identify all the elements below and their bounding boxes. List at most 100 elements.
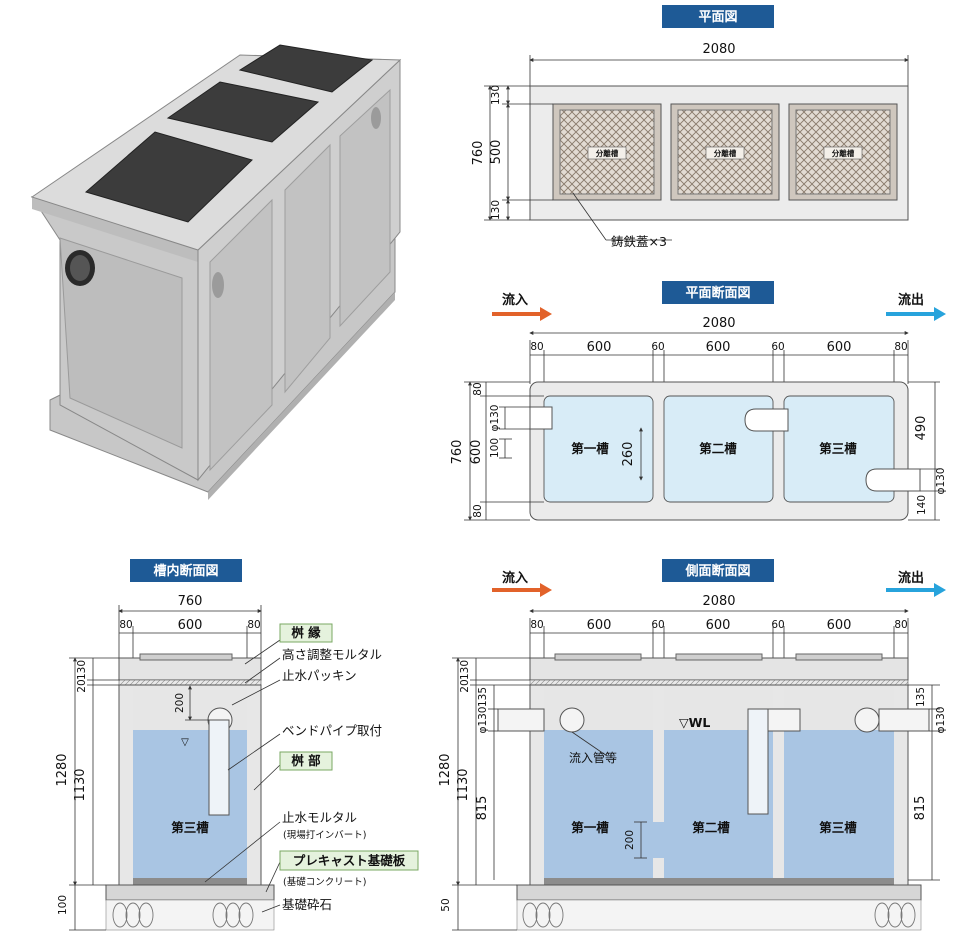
- svg-text:第一槽: 第一槽: [571, 820, 609, 835]
- svg-text:815: 815: [913, 796, 928, 821]
- svg-text:490: 490: [914, 416, 929, 441]
- svg-text:200: 200: [624, 830, 636, 850]
- svg-text:130: 130: [490, 200, 502, 220]
- svg-text:130: 130: [490, 85, 502, 105]
- svg-text:60: 60: [771, 619, 784, 631]
- svg-text:2080: 2080: [702, 594, 735, 609]
- svg-text:1280: 1280: [438, 753, 453, 786]
- svg-text:流入: 流入: [502, 292, 528, 308]
- svg-text:760: 760: [450, 440, 465, 465]
- callout-body: 桝 部: [291, 753, 321, 768]
- callout-rim: 桝 縁: [291, 625, 321, 640]
- svg-text:130: 130: [459, 660, 471, 680]
- callout-mortar: 高さ調整モルタル: [282, 647, 382, 662]
- svg-text:φ130: φ130: [935, 707, 947, 734]
- svg-text:130: 130: [76, 660, 88, 680]
- svg-text:流出: 流出: [898, 292, 924, 308]
- svg-text:140: 140: [916, 495, 928, 515]
- svg-text:平面図: 平面図: [698, 10, 737, 25]
- side-water-1: [544, 730, 653, 880]
- inner-section-view: 760 80 600 80 第三槽 ▽: [55, 594, 419, 931]
- svg-text:20: 20: [459, 679, 471, 692]
- svg-text:80: 80: [894, 619, 907, 631]
- svg-text:φ130: φ130: [477, 707, 489, 734]
- svg-text:側面断面図: 側面断面図: [684, 563, 750, 579]
- svg-text:80: 80: [530, 341, 543, 353]
- plan-width: 2080: [702, 42, 735, 57]
- svg-text:760: 760: [178, 594, 203, 609]
- svg-text:80: 80: [894, 341, 907, 353]
- plan-view: 2080 分離槽 分離槽 分離槽 760 130: [471, 42, 909, 249]
- side-water-3: [784, 730, 894, 880]
- svg-text:1130: 1130: [456, 768, 471, 801]
- water-level-label: ▽WL: [679, 715, 710, 730]
- svg-text:600: 600: [587, 618, 612, 633]
- outflow-indicator-bottom: 流出: [886, 570, 946, 597]
- callout-gravel: 基礎砕石: [282, 897, 332, 912]
- svg-text:平面断面図: 平面断面図: [685, 285, 750, 301]
- iso-illustration: [30, 44, 402, 500]
- svg-text:600: 600: [706, 618, 731, 633]
- callout-packing: 止水パッキン: [282, 668, 357, 683]
- plan-lid-3: 分離槽: [788, 103, 898, 201]
- svg-text:60: 60: [651, 341, 664, 353]
- chamber-1-plan: [543, 395, 654, 503]
- svg-text:20: 20: [76, 679, 88, 692]
- svg-text:80: 80: [119, 619, 132, 631]
- svg-text:1130: 1130: [73, 768, 88, 801]
- inflow-indicator-bottom: 流入: [492, 570, 552, 597]
- inflow-pipe-label: 流入管等: [569, 750, 617, 765]
- title-plan-section: 平面断面図: [662, 281, 774, 304]
- side-section-view: 2080 80 600 60 600 60 600 80: [438, 594, 947, 931]
- svg-text:槽内断面図: 槽内断面図: [153, 563, 218, 579]
- callout-base-plate: プレキャスト基礎板: [293, 853, 406, 868]
- svg-text:第三槽: 第三槽: [819, 820, 857, 835]
- svg-text:第一槽: 第一槽: [571, 441, 609, 456]
- svg-text:φ130: φ130: [489, 405, 501, 432]
- title-inner-section: 槽内断面図: [130, 559, 242, 582]
- title-plan: 平面図: [662, 5, 774, 28]
- svg-text:2080: 2080: [702, 316, 735, 331]
- callout-seal-note: (現場打インバート): [283, 829, 366, 841]
- svg-text:600: 600: [178, 618, 203, 633]
- inflow-indicator-top: 流入: [492, 292, 552, 321]
- svg-text:φ130: φ130: [935, 468, 947, 495]
- svg-text:135: 135: [915, 687, 927, 707]
- svg-text:80: 80: [530, 619, 543, 631]
- svg-text:60: 60: [771, 341, 784, 353]
- callout-seal-mortar: 止水モルタル: [282, 810, 357, 825]
- plan-lid-label: 鋳鉄蓋×3: [611, 234, 667, 249]
- svg-text:100: 100: [489, 438, 501, 458]
- svg-text:流入: 流入: [502, 570, 528, 586]
- svg-text:第二槽: 第二槽: [692, 820, 730, 835]
- plan-section-view: 2080 80 600 60 600 60 600 80 第一槽 第二槽 第三槽: [450, 316, 947, 521]
- svg-text:600: 600: [469, 440, 484, 465]
- callout-bend: ベンドパイプ取付: [282, 723, 382, 738]
- plan-lid-1: 分離槽: [552, 103, 662, 201]
- svg-text:760: 760: [471, 141, 486, 166]
- svg-text:260: 260: [621, 442, 636, 467]
- svg-text:50: 50: [440, 898, 452, 911]
- svg-text:500: 500: [489, 140, 504, 165]
- svg-text:分離槽: 分離槽: [596, 148, 619, 158]
- svg-text:1280: 1280: [55, 753, 70, 786]
- svg-text:流出: 流出: [898, 570, 924, 586]
- svg-text:80: 80: [247, 619, 260, 631]
- svg-text:▽: ▽: [181, 737, 189, 748]
- svg-text:第二槽: 第二槽: [699, 441, 737, 456]
- svg-text:60: 60: [651, 619, 664, 631]
- callout-base-note: (基礎コンクリート): [283, 876, 366, 888]
- svg-text:135: 135: [477, 687, 489, 707]
- outflow-indicator-top: 流出: [886, 292, 946, 321]
- svg-text:第三槽: 第三槽: [171, 820, 209, 835]
- title-side-section: 側面断面図: [662, 559, 774, 582]
- svg-text:分離槽: 分離槽: [832, 148, 855, 158]
- svg-text:分離槽: 分離槽: [714, 148, 737, 158]
- plan-lid-2: 分離槽: [670, 103, 780, 201]
- svg-text:600: 600: [827, 340, 852, 355]
- svg-text:600: 600: [706, 340, 731, 355]
- svg-text:815: 815: [475, 796, 490, 821]
- svg-text:100: 100: [57, 895, 69, 915]
- svg-text:80: 80: [472, 504, 484, 517]
